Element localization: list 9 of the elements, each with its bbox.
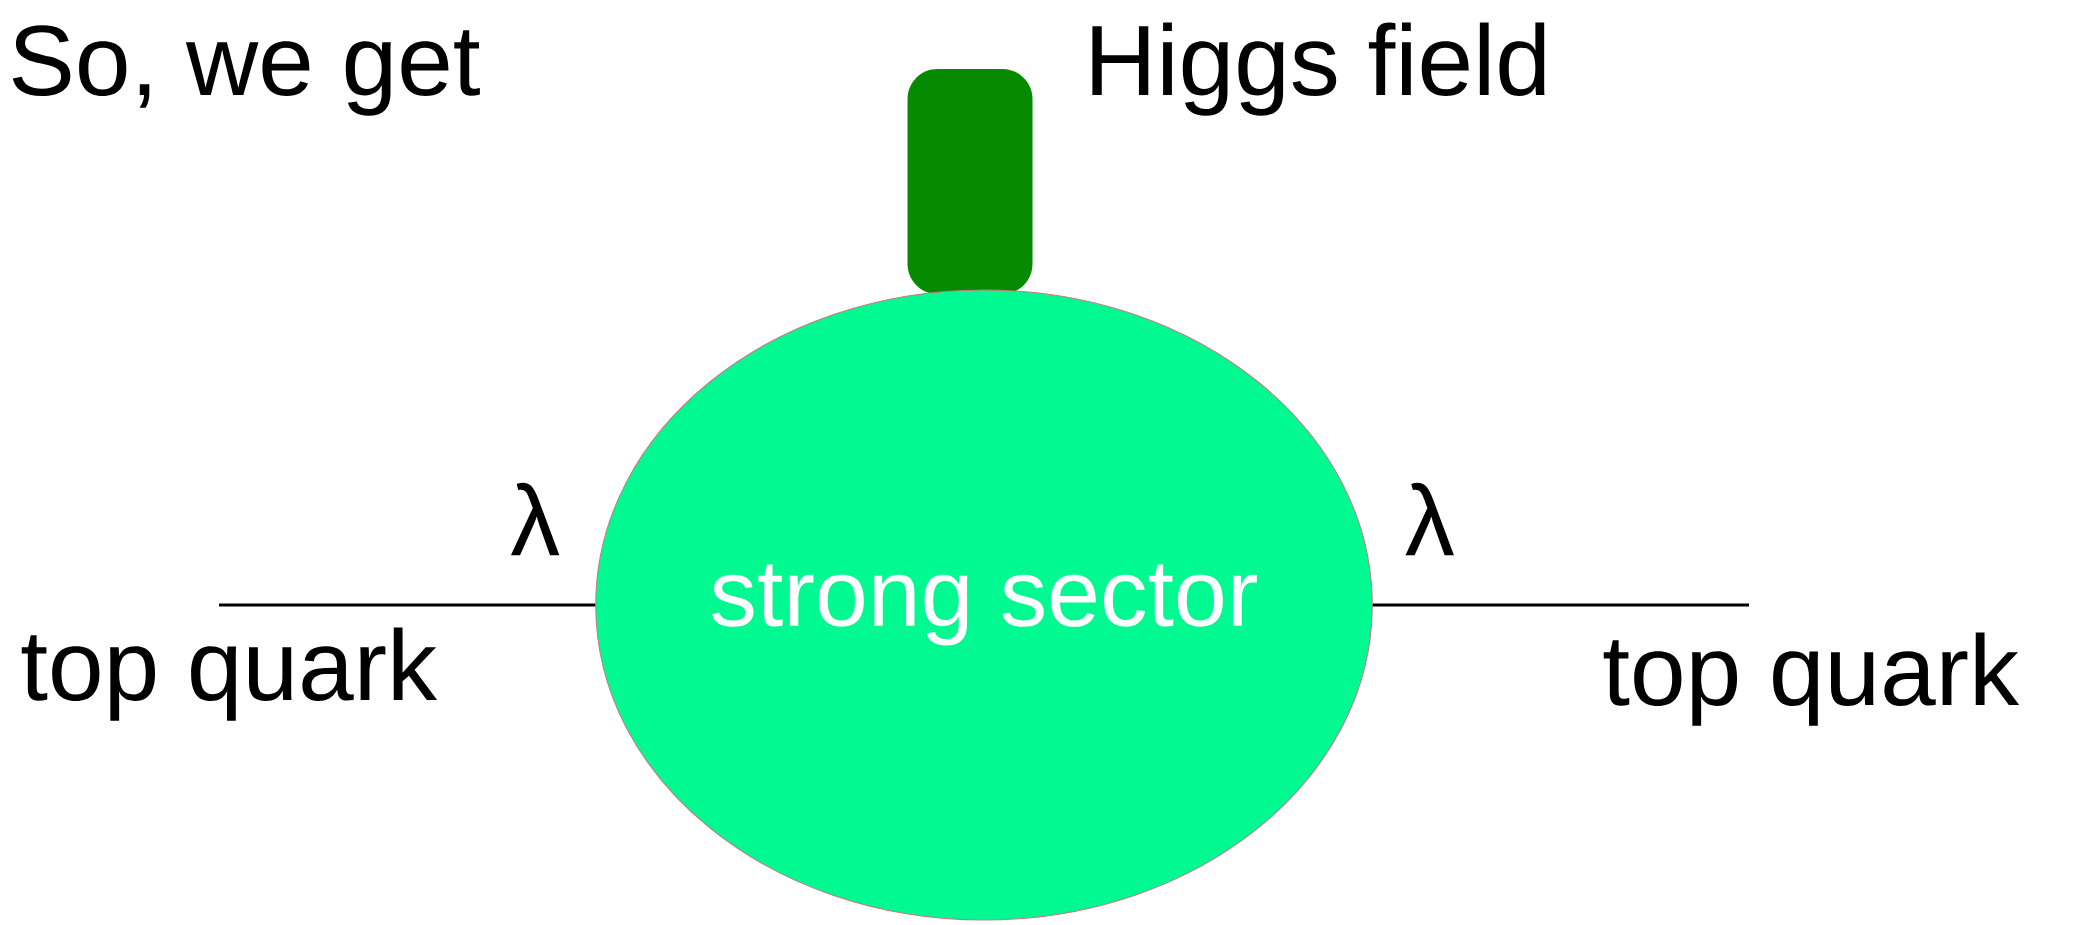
edge-label: λ bbox=[510, 482, 560, 556]
heading: So, we get bbox=[12, 25, 480, 116]
line bbox=[1372, 603, 1749, 607]
bar bbox=[907, 69, 1033, 294]
edge-label: λ bbox=[1405, 482, 1454, 556]
text-label: top quark bbox=[21, 627, 438, 721]
node-label: Higgs field bbox=[1092, 22, 1545, 116]
text-label: top quark bbox=[1603, 632, 2020, 726]
line bbox=[219, 603, 596, 607]
